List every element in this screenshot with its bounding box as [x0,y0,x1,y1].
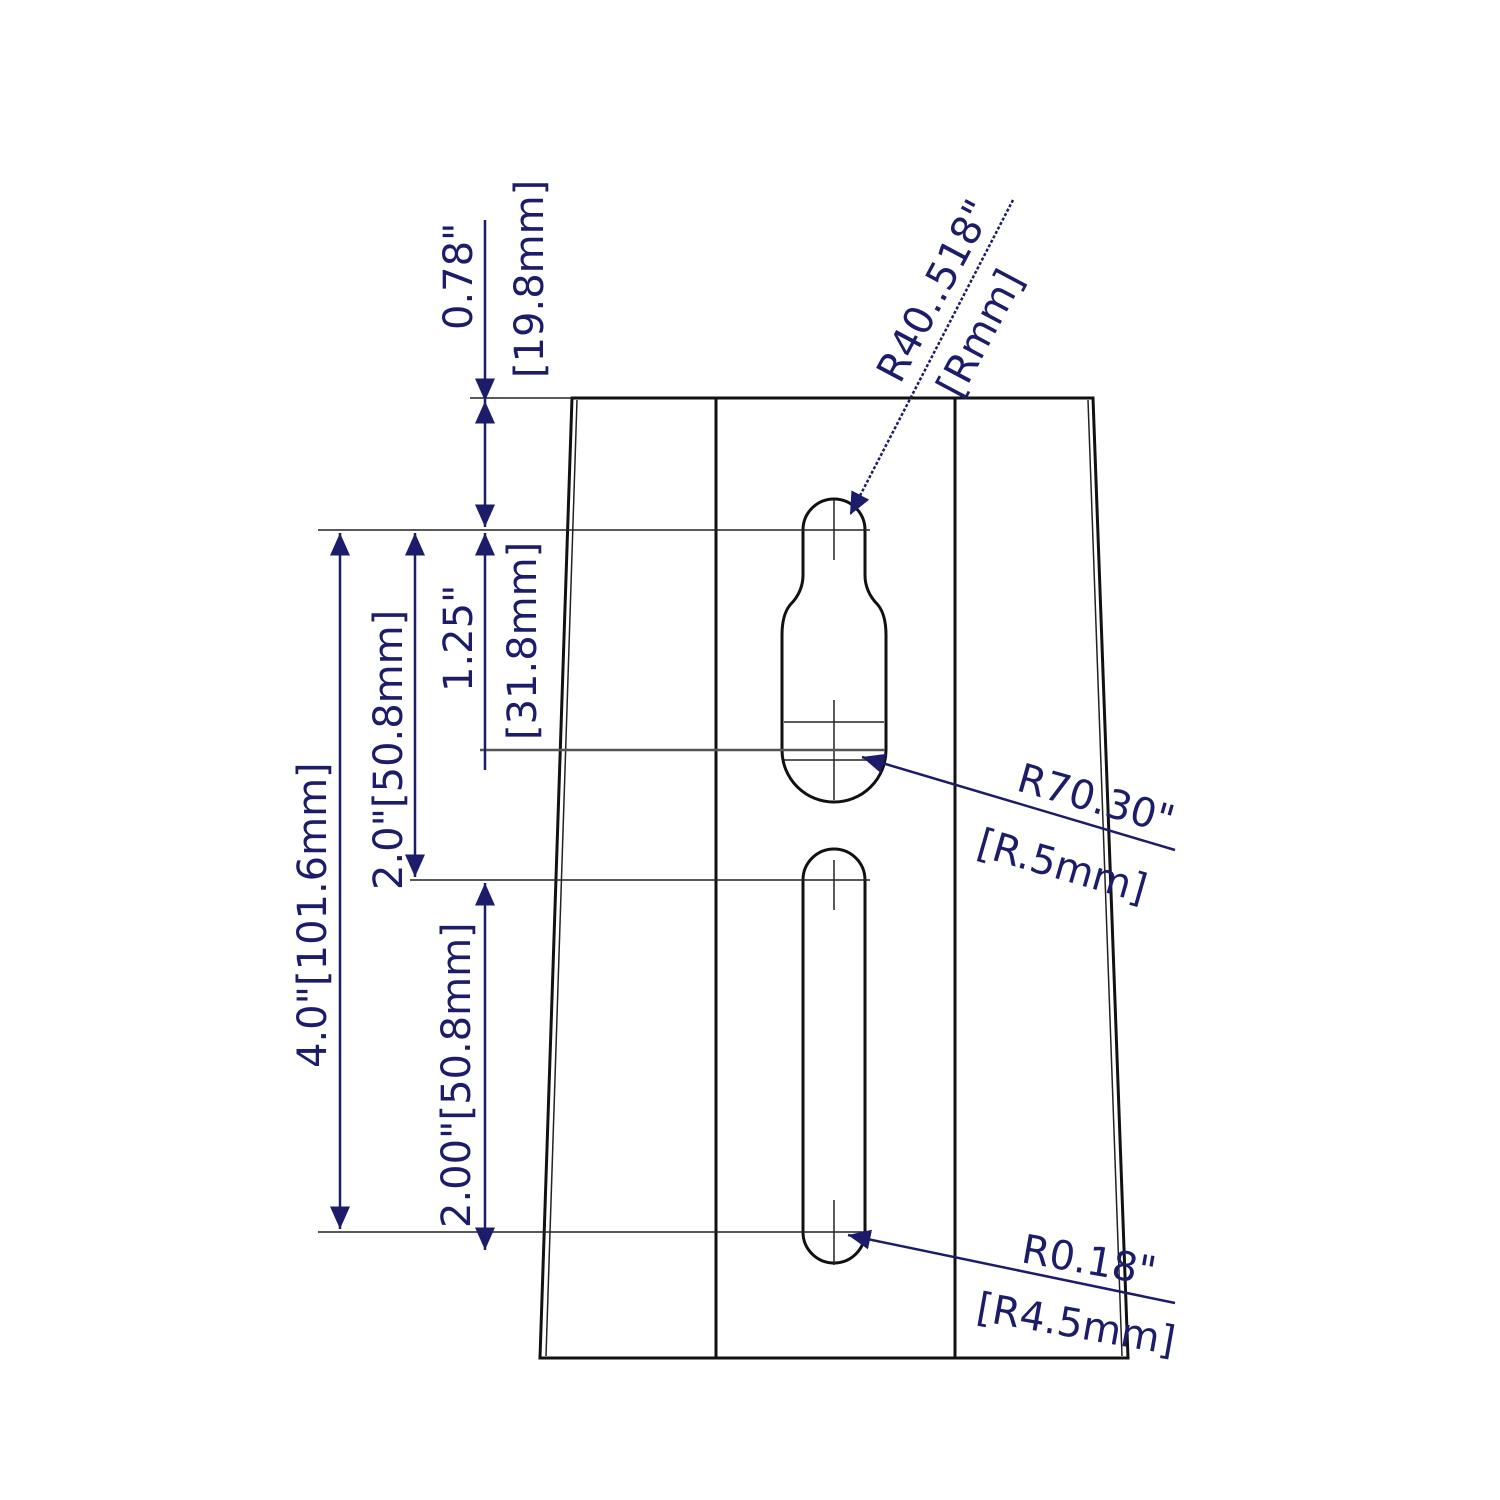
dim-top-offset-mm: [19.8mm] [507,180,553,378]
leader-keyhole-top [848,199,1015,516]
leader-slot-end [847,1229,1176,1305]
dimension-lines [330,199,1176,1305]
extension-lines [318,397,885,1233]
dim-total-spacing: 4.0"[101.6mm] [290,762,336,1068]
leader-keyhole-bottom [861,753,1176,852]
radius-keyhole-bottom-inch: R70.30" [1012,755,1179,844]
dim-upper-spacing: 2.0"[50.8mm] [366,610,412,890]
dim-lower-spacing: 2.00"[50.8mm] [434,922,480,1228]
dim-keyhole-inch: 1.25" [436,585,482,692]
part-outline [538,396,1130,1360]
dim-keyhole-mm: [31.8mm] [500,542,546,740]
dim-top-offset-inch: 0.78" [436,223,482,330]
